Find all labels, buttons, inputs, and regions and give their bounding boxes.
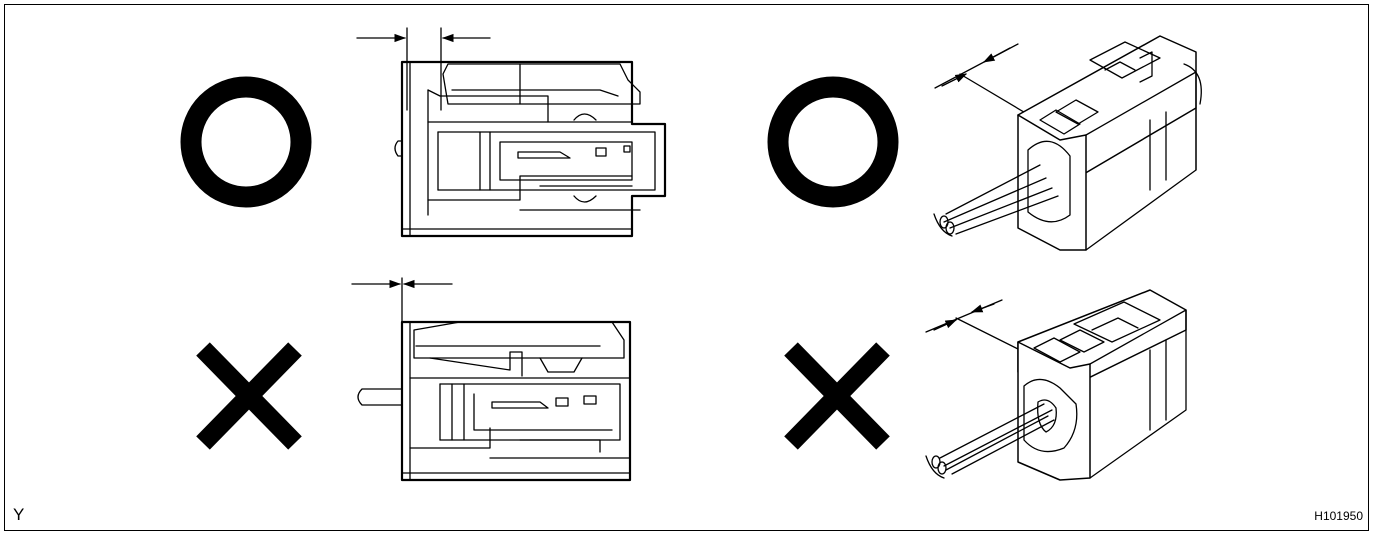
connector-side-view-incorrect: [351, 277, 632, 482]
connector-side-view-correct: [356, 27, 667, 238]
incorrect-mark-icon: [784, 342, 890, 450]
connector-iso-view-correct: [933, 35, 1202, 251]
correct-mark-icon: [767, 76, 899, 208]
connector-iso-view-incorrect: [925, 289, 1187, 481]
figure-code-left: Y: [13, 505, 25, 524]
figure-code-right: H101950: [1314, 509, 1363, 523]
correct-mark-icon: [180, 76, 312, 208]
figure-frame: [4, 4, 1369, 531]
incorrect-mark-icon: [196, 342, 302, 450]
